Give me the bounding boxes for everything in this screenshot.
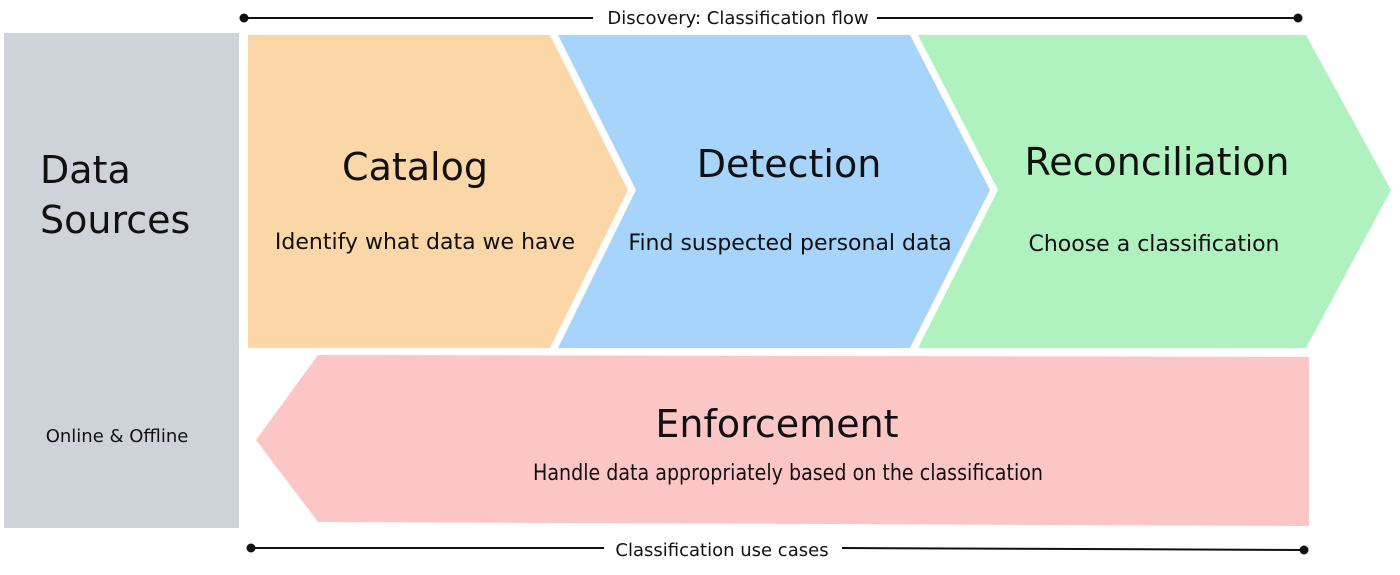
enforcement-subtitle: Handle data appropriately based on the c… (533, 461, 1043, 486)
detection-arrow (558, 35, 990, 348)
data-sources-background (4, 33, 239, 528)
discovery-endpoint-left (239, 13, 249, 23)
use-cases-bracket: Classification use cases (246, 540, 1309, 561)
use-cases-endpoint-left (246, 543, 256, 553)
use-cases-endpoint-right (1299, 545, 1309, 555)
reconciliation-stage: Reconciliation Choose a classification (918, 35, 1391, 348)
catalog-stage: Catalog Identify what data we have (248, 35, 628, 348)
data-sources-box: Data Sources Online & Offline (4, 33, 239, 528)
discovery-endpoint-right (1293, 13, 1303, 23)
catalog-subtitle: Identify what data we have (275, 230, 575, 255)
data-sources-title-line2: Sources (40, 198, 190, 242)
enforcement-arrow (256, 355, 1309, 526)
use-cases-label: Classification use cases (615, 540, 828, 561)
detection-stage: Detection Find suspected personal data (558, 35, 990, 348)
discovery-bracket: Discovery: Classification flow (239, 8, 1303, 29)
discovery-label: Discovery: Classification flow (607, 8, 868, 29)
detection-subtitle: Find suspected personal data (628, 231, 951, 256)
data-sources-title-line1: Data (40, 148, 131, 192)
reconciliation-arrow (918, 35, 1391, 348)
reconciliation-subtitle: Choose a classification (1029, 232, 1280, 257)
data-sources-subtitle: Online & Offline (46, 426, 189, 447)
use-cases-line-right (841, 547, 1305, 551)
enforcement-title: Enforcement (655, 402, 898, 446)
detection-title: Detection (697, 142, 882, 186)
catalog-arrow (248, 35, 628, 348)
catalog-title: Catalog (342, 145, 488, 189)
enforcement-stage: Enforcement Handle data appropriately ba… (256, 355, 1309, 526)
reconciliation-title: Reconciliation (1025, 140, 1290, 184)
